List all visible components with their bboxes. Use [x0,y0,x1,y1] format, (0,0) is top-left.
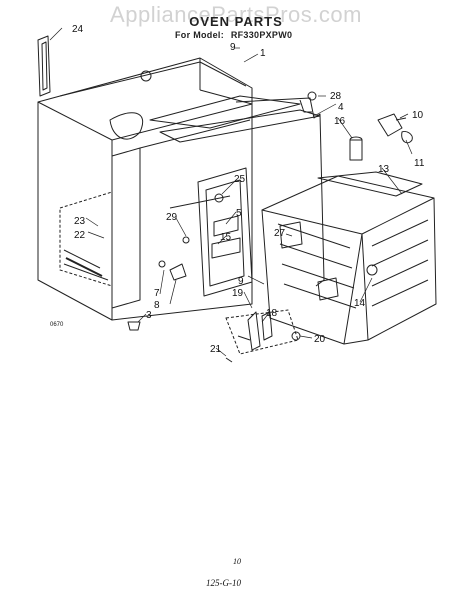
callout-9-top: 9 [230,42,236,53]
part-fastener [307,91,317,101]
callout-8: 8 [154,300,160,311]
watermark: AppliancePartsPros.com [110,2,362,27]
small-hardware [127,236,190,331]
part-socket-bulb [377,113,413,144]
callout-23: 23 [74,216,86,227]
model-prefix: For Model: [175,30,224,40]
diagram-title: OVEN PARTS [189,14,283,29]
callout-25: 25 [234,174,246,185]
diagram-code: 0670 [50,322,64,328]
callout-7: 7 [154,288,160,299]
callout-15: 15 [220,232,232,243]
callout-18: 18 [266,308,278,319]
oven-body [37,57,321,321]
callout-labels: 24 9 1 28 4 10 16 11 13 25 5 15 29 27 23… [72,24,425,355]
callout-22: 22 [74,230,86,241]
callout-20: 20 [314,334,326,345]
bracket-assembly [225,309,301,363]
part-strip [37,35,51,97]
callout-29: 29 [166,212,178,223]
oven-liner [261,171,437,345]
page-number: 10 [233,557,241,566]
handwritten-note: 125-G-10 [206,578,241,588]
center-panel [197,167,253,297]
model-line: For Model: RF330PXPW0 [175,30,292,40]
callout-9-bottom: 9 [238,276,244,287]
callout-14: 14 [354,298,366,309]
callout-5: 5 [236,208,242,219]
callout-13: 13 [378,164,390,175]
callout-16: 16 [334,116,346,127]
callout-1: 1 [260,48,266,59]
callout-10: 10 [412,110,424,121]
front-frame [235,97,325,287]
callout-3: 3 [146,310,152,321]
callout-27: 27 [274,228,286,239]
part-cylinder [349,136,363,161]
callout-21: 21 [210,344,222,355]
callout-24: 24 [72,24,84,35]
model-number: RF330PXPW0 [230,30,293,40]
callout-11: 11 [414,158,425,169]
callout-19: 19 [232,288,244,299]
callout-4: 4 [338,102,344,113]
callout-28: 28 [330,91,342,102]
